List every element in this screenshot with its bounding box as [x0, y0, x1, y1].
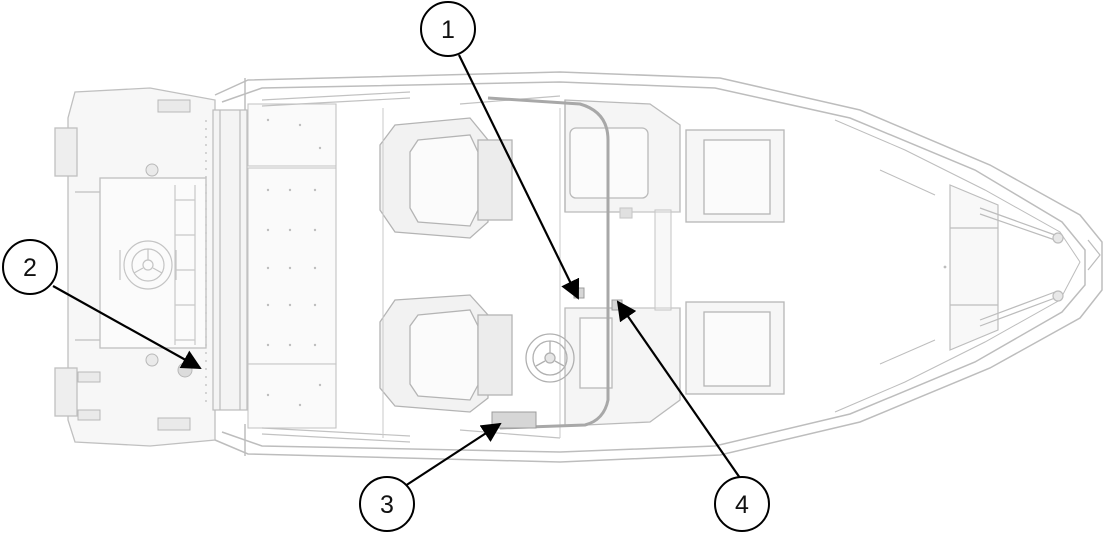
- callout-3-label: 3: [380, 491, 394, 519]
- seat-base-frame: [382, 108, 561, 438]
- seat-icon: [379, 117, 513, 413]
- boat-hull-icon: [214, 71, 1103, 463]
- port-console: [564, 99, 681, 213]
- callout-1: 1: [420, 1, 476, 57]
- ladder-rails: [174, 185, 196, 345]
- callout-1-label: 1: [441, 16, 455, 44]
- stern-transom: [54, 87, 216, 447]
- leader-2: [52, 285, 202, 369]
- leader-3: [404, 422, 502, 487]
- windshield-walkthrough: [619, 207, 680, 311]
- leader-4: [616, 300, 741, 479]
- bow-deck: [949, 184, 999, 351]
- cleat-icon: [77, 99, 193, 431]
- callout-4-label: 4: [735, 491, 749, 519]
- forward-storage-boxes: [685, 129, 785, 395]
- callout-3: 3: [359, 476, 415, 532]
- transom-bulkhead: [205, 109, 248, 411]
- stern-deck-hatch: [119, 240, 177, 290]
- callout-2-label: 2: [23, 254, 37, 282]
- aft-deck-panels: [247, 103, 337, 429]
- starboard-console: [564, 307, 681, 427]
- callout-2: 2: [2, 239, 58, 295]
- callout-4: 4: [714, 476, 770, 532]
- rod-holder-icon: [979, 207, 1101, 327]
- callout-leader-lines: [52, 54, 741, 487]
- leader-1: [458, 54, 580, 300]
- fuel-line-icon: [487, 96, 610, 430]
- deck-fastener-dots: [266, 118, 947, 407]
- steering-wheel-icon: [525, 333, 575, 383]
